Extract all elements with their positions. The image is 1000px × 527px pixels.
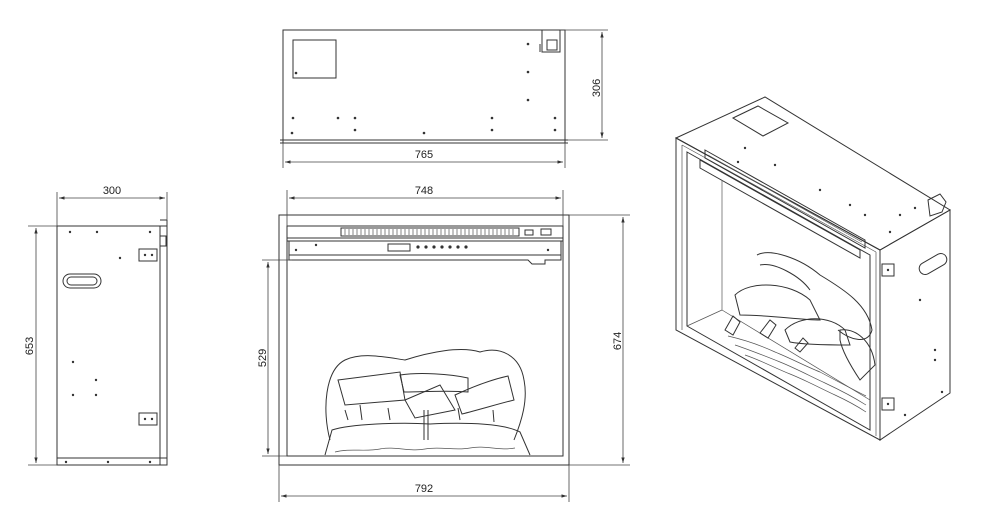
iso-side-bracket-top	[881, 263, 895, 277]
isometric-view	[674, 96, 951, 441]
iso-front-frame	[675, 137, 881, 441]
dimension-label-front-outer-width: 792	[415, 483, 433, 495]
front-view-control-panel	[288, 241, 562, 265]
dimension-label-side-height: 653	[24, 337, 36, 355]
dimension-label-front-opening-height: 529	[257, 349, 269, 367]
side-view: 300 653	[24, 185, 168, 466]
iso-holes	[736, 146, 944, 417]
iso-top-face	[674, 96, 951, 251]
iso-side-bracket-bottom	[881, 397, 895, 411]
dimension-label-front-height: 674	[612, 332, 624, 350]
top-view-bracket	[541, 29, 561, 53]
dimension-label-side-width: 300	[103, 185, 121, 197]
dimension-label-top-width: 765	[415, 149, 433, 161]
dimension-side-height: 653	[24, 225, 57, 466]
iso-front-opening	[686, 151, 871, 431]
iso-top-panel	[731, 105, 790, 137]
top-view-body	[282, 29, 566, 141]
dimension-label-top-depth: 306	[591, 79, 603, 97]
dimension-side-width: 300	[56, 185, 168, 226]
dimension-label-front-inner-width: 748	[415, 185, 433, 197]
front-view-heater-strip	[340, 227, 520, 237]
side-view-holes	[64, 230, 154, 464]
dimension-front-outer-width: 792	[278, 465, 570, 502]
iso-side-handle	[918, 253, 948, 275]
front-view-display	[387, 243, 411, 252]
dimension-front-opening-height: 529	[257, 259, 292, 457]
top-view: 306 765	[280, 29, 608, 168]
side-view-body	[56, 225, 168, 466]
top-view-panel	[292, 39, 337, 79]
dimension-top-depth: 306	[560, 29, 608, 141]
top-view-holes	[290, 42, 557, 135]
heater-grille	[344, 229, 514, 235]
front-view-control-buttons	[294, 243, 550, 252]
side-view-bracket-bottom	[138, 412, 158, 426]
front-view: 748 792 674 529	[257, 185, 630, 502]
dimension-front-inner-width: 748	[286, 185, 564, 226]
iso-log-set	[724, 252, 876, 413]
side-view-handle	[62, 273, 102, 289]
side-view-bracket-top	[138, 248, 158, 262]
front-view-log-set	[324, 349, 531, 456]
front-view-inner-frame	[286, 225, 564, 457]
dimension-front-height: 674	[569, 214, 630, 466]
dimension-top-width: 765	[282, 143, 566, 168]
front-view-outer-frame	[278, 214, 570, 466]
iso-side-face	[879, 209, 951, 441]
